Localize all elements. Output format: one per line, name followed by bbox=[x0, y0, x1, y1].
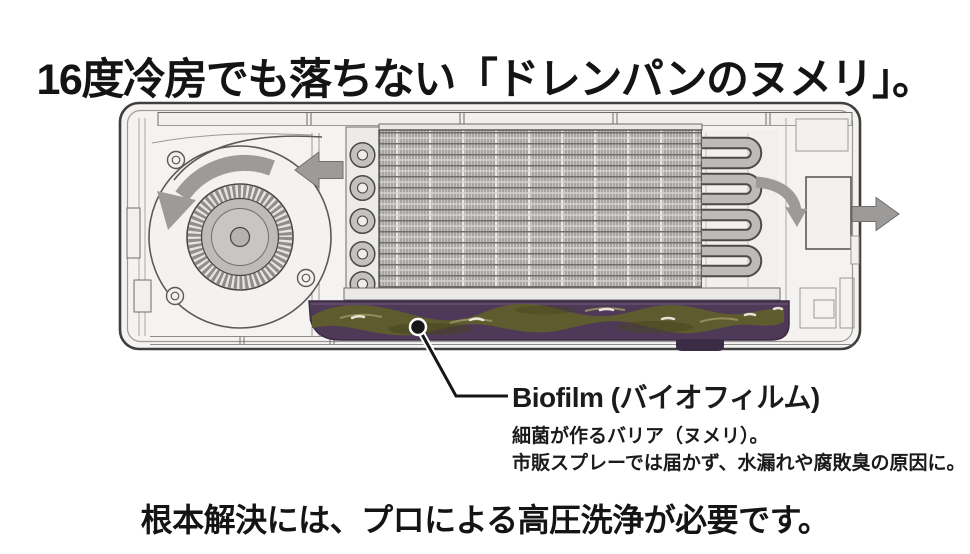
biofilm-callout-line1: 細菌が作るバリア（ヌメリ）。 bbox=[512, 426, 769, 447]
biofilm-callout-line2: 市販スプレーでは届かず、水漏れや腐敗臭の原因に。 bbox=[512, 453, 966, 474]
drain-pan bbox=[308, 300, 790, 351]
heat-exchanger bbox=[343, 123, 807, 301]
callout-dot bbox=[408, 317, 428, 337]
fin-support-tray bbox=[343, 287, 781, 301]
fan-rotation-arrow-icon bbox=[157, 154, 275, 230]
airflow-intake-arrow-icon bbox=[294, 151, 344, 189]
biofilm-callout: Biofilm (バイオフィルム) 細菌が作るバリア（ヌメリ）。 市販スプレーで… bbox=[512, 376, 966, 477]
cooling-fins bbox=[378, 129, 703, 289]
airflow-outlet-arrow-icon bbox=[851, 196, 900, 232]
condensate-flow-arrow-icon bbox=[755, 176, 807, 227]
coil-u-bends bbox=[702, 136, 763, 278]
fan-wheel bbox=[186, 183, 294, 291]
footer-message: 根本解決には、プロによる高圧洗浄が必要です。 bbox=[140, 502, 830, 538]
biofilm-sludge bbox=[312, 303, 784, 336]
blower-fan bbox=[148, 135, 332, 329]
biofilm-callout-title: Biofilm (バイオフィルム) bbox=[512, 382, 820, 413]
fan-mount-tabs bbox=[165, 150, 316, 306]
coil-tube-ends bbox=[349, 141, 376, 298]
page-title: 16度冷房でも落ちない「ドレンパンのヌメリ」。 bbox=[36, 55, 935, 104]
callout-leader bbox=[408, 317, 508, 400]
